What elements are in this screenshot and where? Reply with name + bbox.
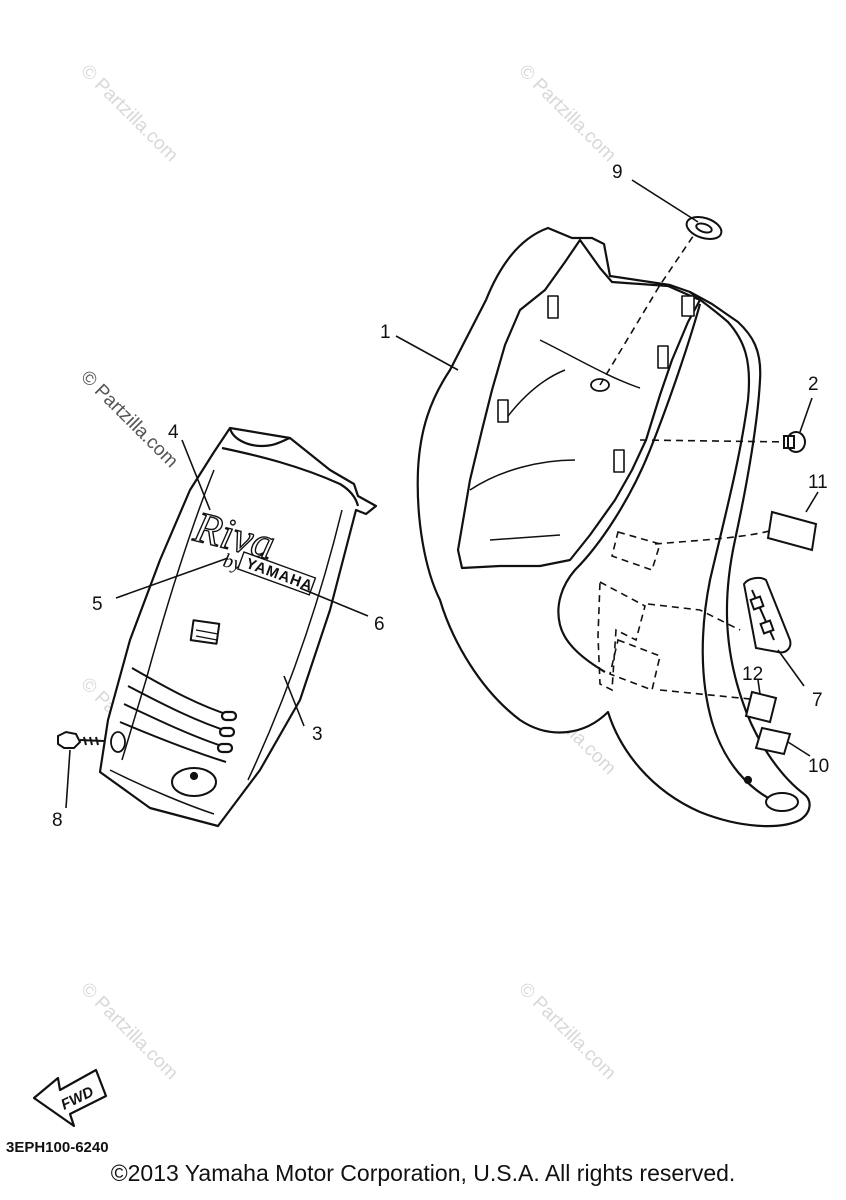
leg-shield-part-1 [416,226,811,828]
copyright-notice: ©2013 Yamaha Motor Corporation, U.S.A. A… [110,1160,736,1186]
watermark: © Partzilla.com [76,979,181,1084]
label-part-12 [744,690,778,724]
callout-4: 4 [168,422,179,443]
bracket-part-7 [742,576,792,654]
label-part-10 [754,726,792,756]
watermark: © Partzilla.com [514,979,619,1084]
callout-10: 10 [808,756,829,777]
callout-8: 8 [52,810,63,831]
watermark: © Partzilla.com [514,61,619,166]
diagram-code: 3EPH100-6240 [6,1139,109,1156]
leader-lines [65,179,819,809]
bolt-part-2 [783,431,806,453]
watermark: © Partzilla.com [76,367,181,472]
callout-11: 11 [808,472,828,493]
grommet-part-9 [685,215,723,241]
callout-12: 12 [742,664,763,685]
callouts: 9 1 2 11 4 5 6 3 12 7 10 8 [52,162,829,831]
callout-2: 2 [808,374,819,395]
callout-5: 5 [92,594,103,615]
callout-3: 3 [312,724,323,745]
watermark: © Partzilla.com [76,61,181,166]
callout-6: 6 [374,614,385,635]
fwd-arrow-icon: FWD [32,1068,108,1128]
label-part-11 [766,510,818,552]
screw-part-8 [57,730,105,749]
callout-9: 9 [612,162,623,183]
callout-7: 7 [812,690,823,711]
front-cover-part-3 [98,426,378,828]
callout-1: 1 [380,322,391,343]
